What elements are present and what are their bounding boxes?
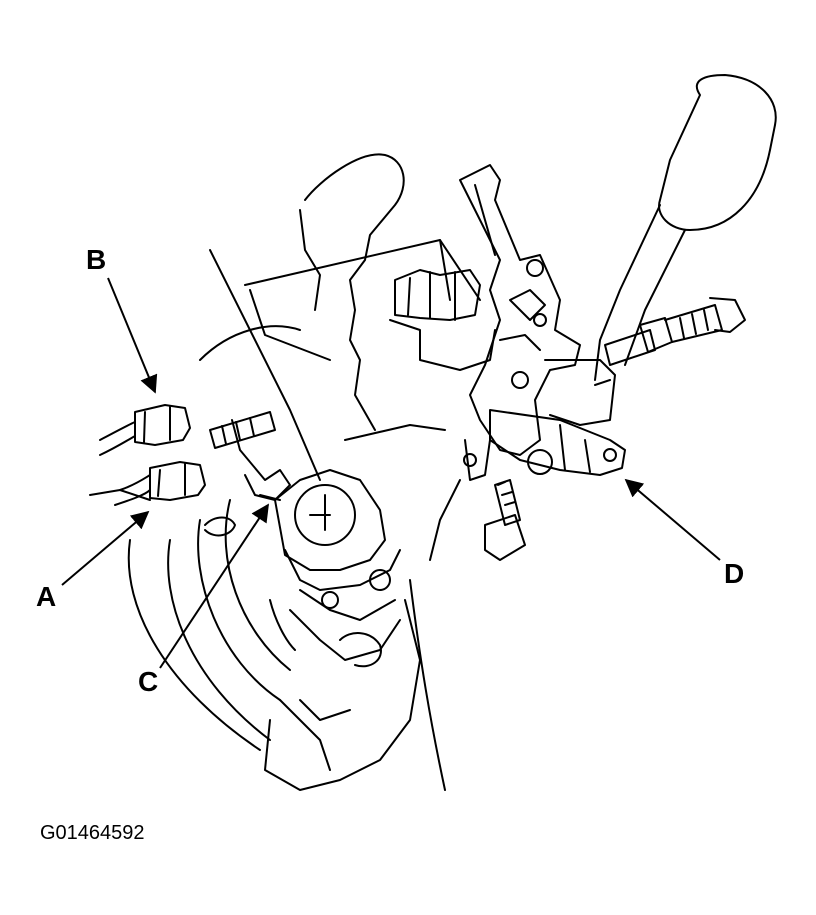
callout-label-b: B <box>86 244 107 275</box>
connector-b <box>99 404 191 456</box>
callout-arrow-b <box>107 277 158 394</box>
callout-label-c: C <box>138 666 159 697</box>
callout-label-a: A <box>36 581 57 612</box>
mounting-bolt-upper <box>604 297 746 366</box>
callout-label-d: D <box>724 558 745 589</box>
connector-c <box>209 411 291 501</box>
connector-a <box>114 461 206 506</box>
column-housing <box>89 153 481 791</box>
mounting-bolt-lower <box>484 479 526 561</box>
callout-arrow-d <box>624 478 721 561</box>
shift-lever <box>594 74 777 381</box>
callout-arrow-c <box>159 503 269 669</box>
detent-lever-d <box>489 359 626 476</box>
harness-connector <box>389 269 496 371</box>
figure-id: G01464592 <box>40 822 145 844</box>
callout-arrow-a <box>61 510 150 586</box>
shift-mechanism-plate <box>459 164 581 481</box>
